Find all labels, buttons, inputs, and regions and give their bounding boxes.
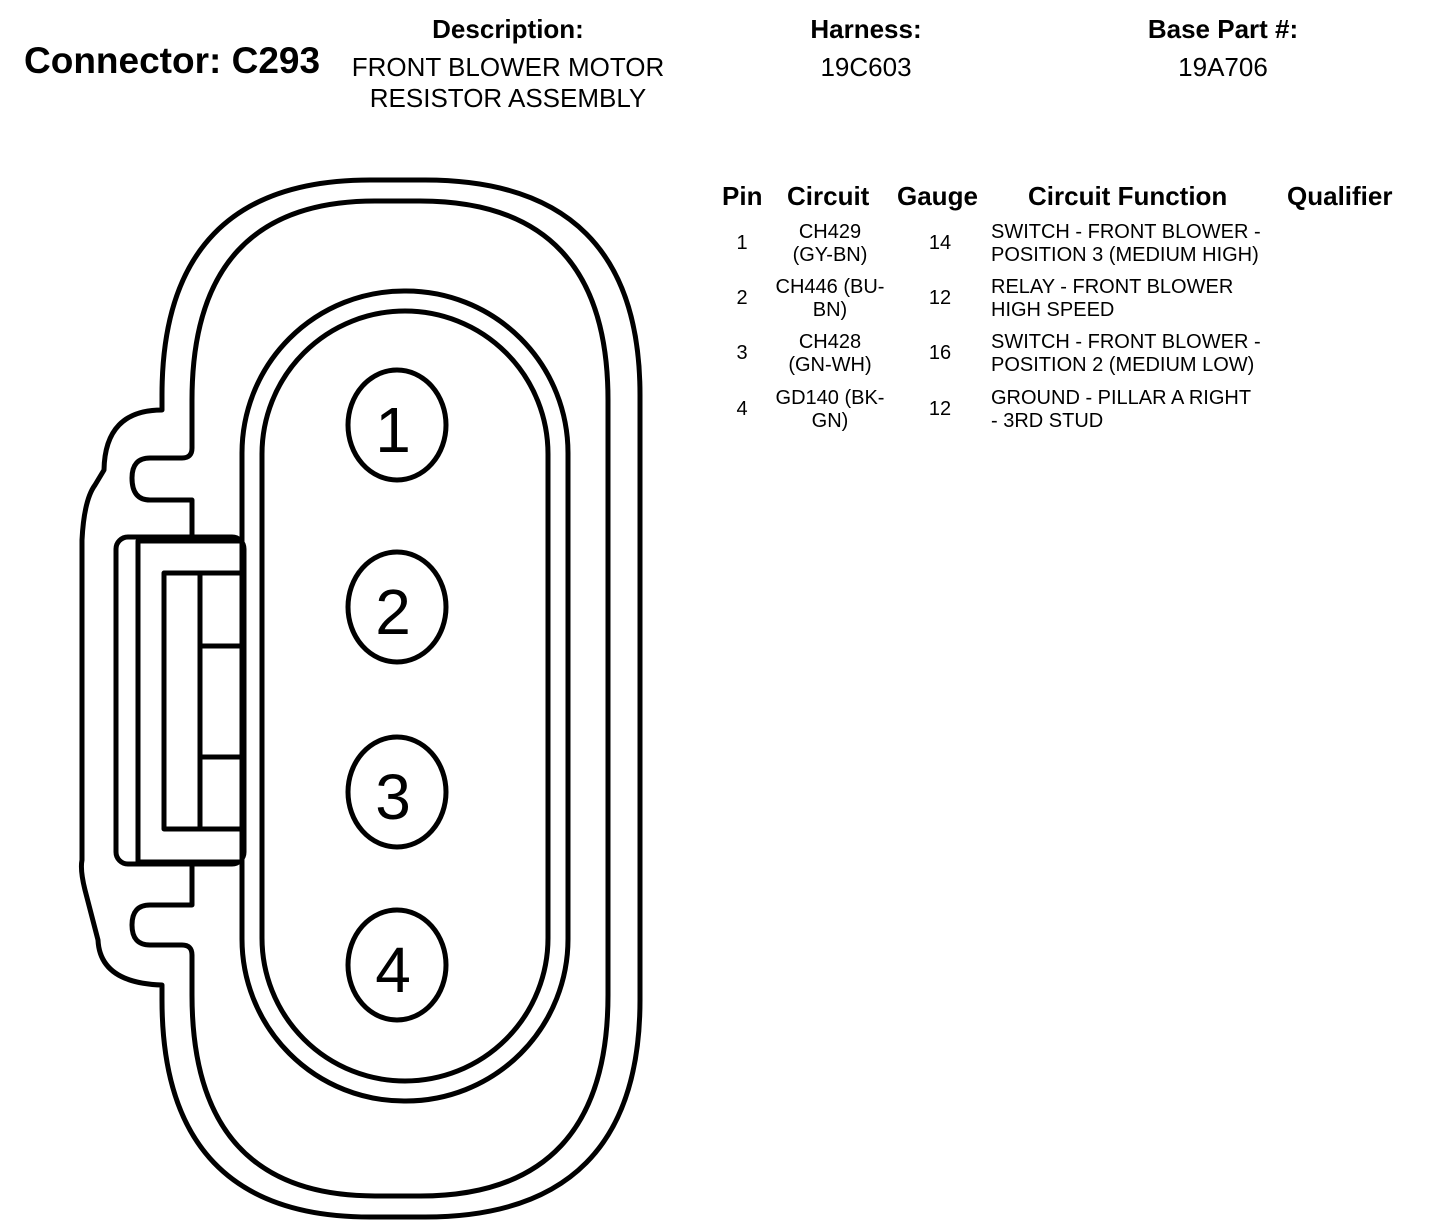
pin-cell: 2 [736,287,748,309]
function-cell: GROUND - PILLAR A RIGHT - 3RD STUD [991,387,1252,432]
pin-circle-2 [345,549,449,665]
gauge-cell: 14 [928,232,952,254]
column-header-gauge: Gauge [897,181,978,211]
circuit-cell: CH446 (BU- BN) [775,276,885,321]
table-row: 4 GD140 (BK- GN) 12 GROUND - PILLAR A RI… [700,387,1440,439]
column-header-qualifier: Qualifier [1287,181,1393,211]
table-row: 1 CH429 (GY-BN) 14 SWITCH - FRONT BLOWER… [700,221,1440,273]
pin-cell: 1 [736,232,748,254]
pin-number-1: 1 [375,394,411,466]
pin-circle-4 [345,907,449,1023]
description-value: FRONT BLOWER MOTOR RESISTOR ASSEMBLY [351,52,665,113]
base-part-title: Base Part #: [1147,14,1299,44]
pin-circle-3 [345,734,449,850]
pin-number-4: 4 [375,934,411,1006]
harness-value: 19C603 [820,52,912,82]
gauge-cell: 12 [928,287,952,309]
column-header-circuit-function: Circuit Function [1028,181,1228,211]
connector-label: Connector: C293 [24,40,321,81]
harness-title: Harness: [810,14,922,44]
description-title: Description: [432,14,584,44]
pin-cell: 4 [736,398,748,420]
pin-number-2: 2 [375,576,411,648]
base-part-value: 19A706 [1178,52,1268,82]
function-cell: SWITCH - FRONT BLOWER - POSITION 3 (MEDI… [991,221,1261,266]
circuit-cell: GD140 (BK- GN) [775,387,885,432]
function-cell: SWITCH - FRONT BLOWER - POSITION 2 (MEDI… [991,331,1261,376]
table-row: 2 CH446 (BU- BN) 12 RELAY - FRONT BLOWER… [700,276,1440,328]
circuit-cell: CH428 (GN-WH) [788,331,872,376]
function-cell: RELAY - FRONT BLOWER HIGH SPEED [991,276,1234,321]
table-row: 3 CH428 (GN-WH) 16 SWITCH - FRONT BLOWER… [700,331,1440,383]
column-header-pin: Pin [722,181,763,211]
pin-circle-1 [345,367,449,483]
pin-cell: 3 [736,342,748,364]
locking-tab-slot [161,570,245,832]
pin-number-3: 3 [375,761,411,833]
circuit-cell: CH429 (GY-BN) [792,221,868,266]
pin-cavity-inner [259,308,551,1084]
connector-face-diagram: 1 2 3 4 [78,177,643,1220]
gauge-cell: 16 [928,342,952,364]
column-header-circuit: Circuit [787,181,870,211]
gauge-cell: 12 [928,398,952,420]
